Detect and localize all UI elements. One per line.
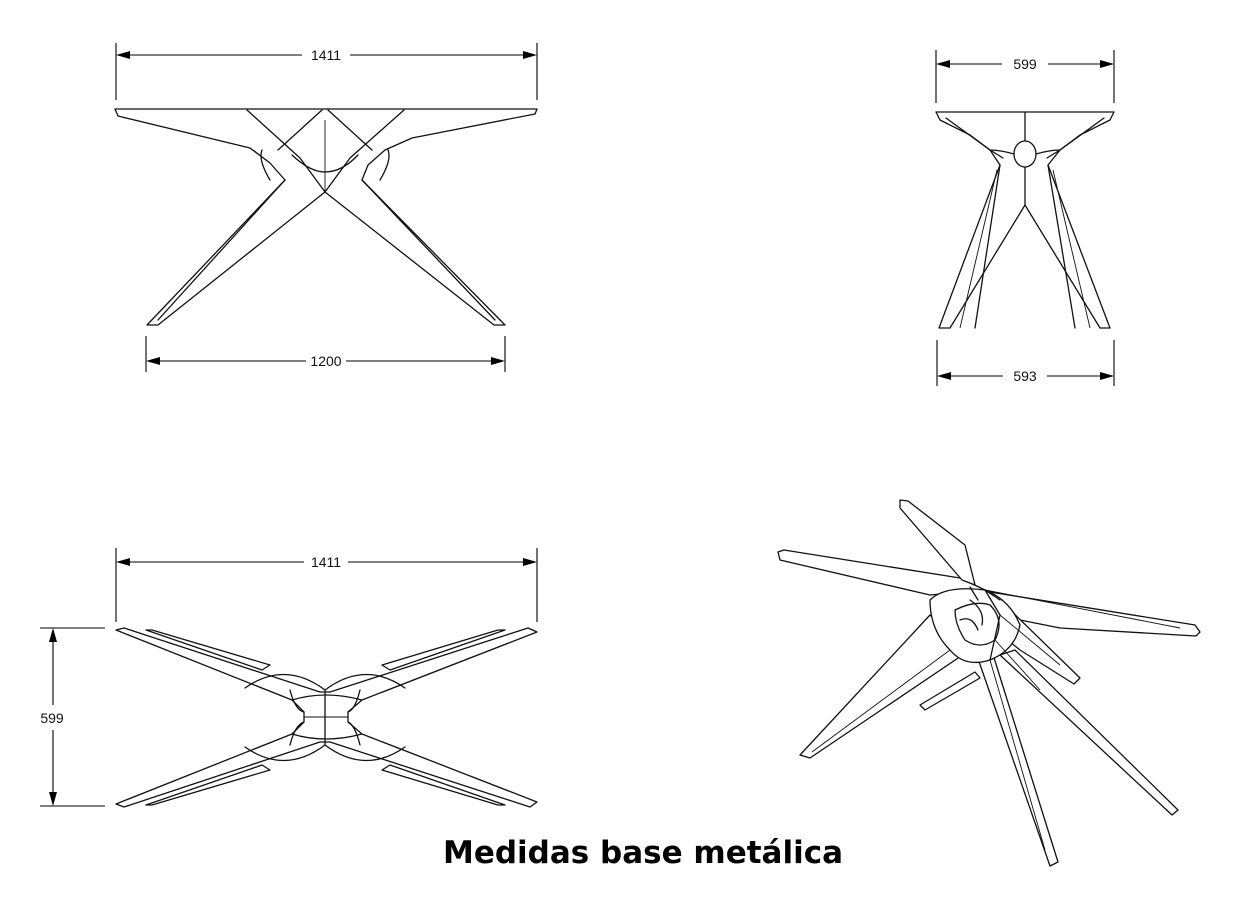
plan-width-dimension: 1411 [115, 548, 538, 622]
side-view: 599 593 [935, 50, 1115, 386]
plan-width-label: 1411 [311, 554, 341, 570]
plan-depth-dimension: 599 [40, 627, 105, 807]
front-foot-width-label: 1200 [310, 353, 341, 369]
front-top-width-dimension: 1411 [115, 43, 538, 100]
plan-base-outline [115, 627, 538, 808]
side-foot-width-label: 593 [1013, 368, 1037, 384]
isometric-view [777, 499, 1201, 867]
plan-view: 1411 599 [40, 548, 538, 808]
side-top-width-label: 599 [1013, 56, 1037, 72]
plan-depth-label: 599 [40, 710, 64, 726]
front-base-outline [114, 108, 538, 326]
front-top-width-label: 1411 [311, 47, 341, 63]
side-base-outline [935, 111, 1115, 329]
side-top-width-dimension: 599 [935, 50, 1115, 103]
side-foot-width-dimension: 593 [936, 340, 1115, 386]
drawing-caption: Medidas base metálica [442, 835, 844, 871]
front-foot-width-dimension: 1200 [145, 336, 506, 372]
front-view: 1411 1200 [114, 43, 538, 372]
